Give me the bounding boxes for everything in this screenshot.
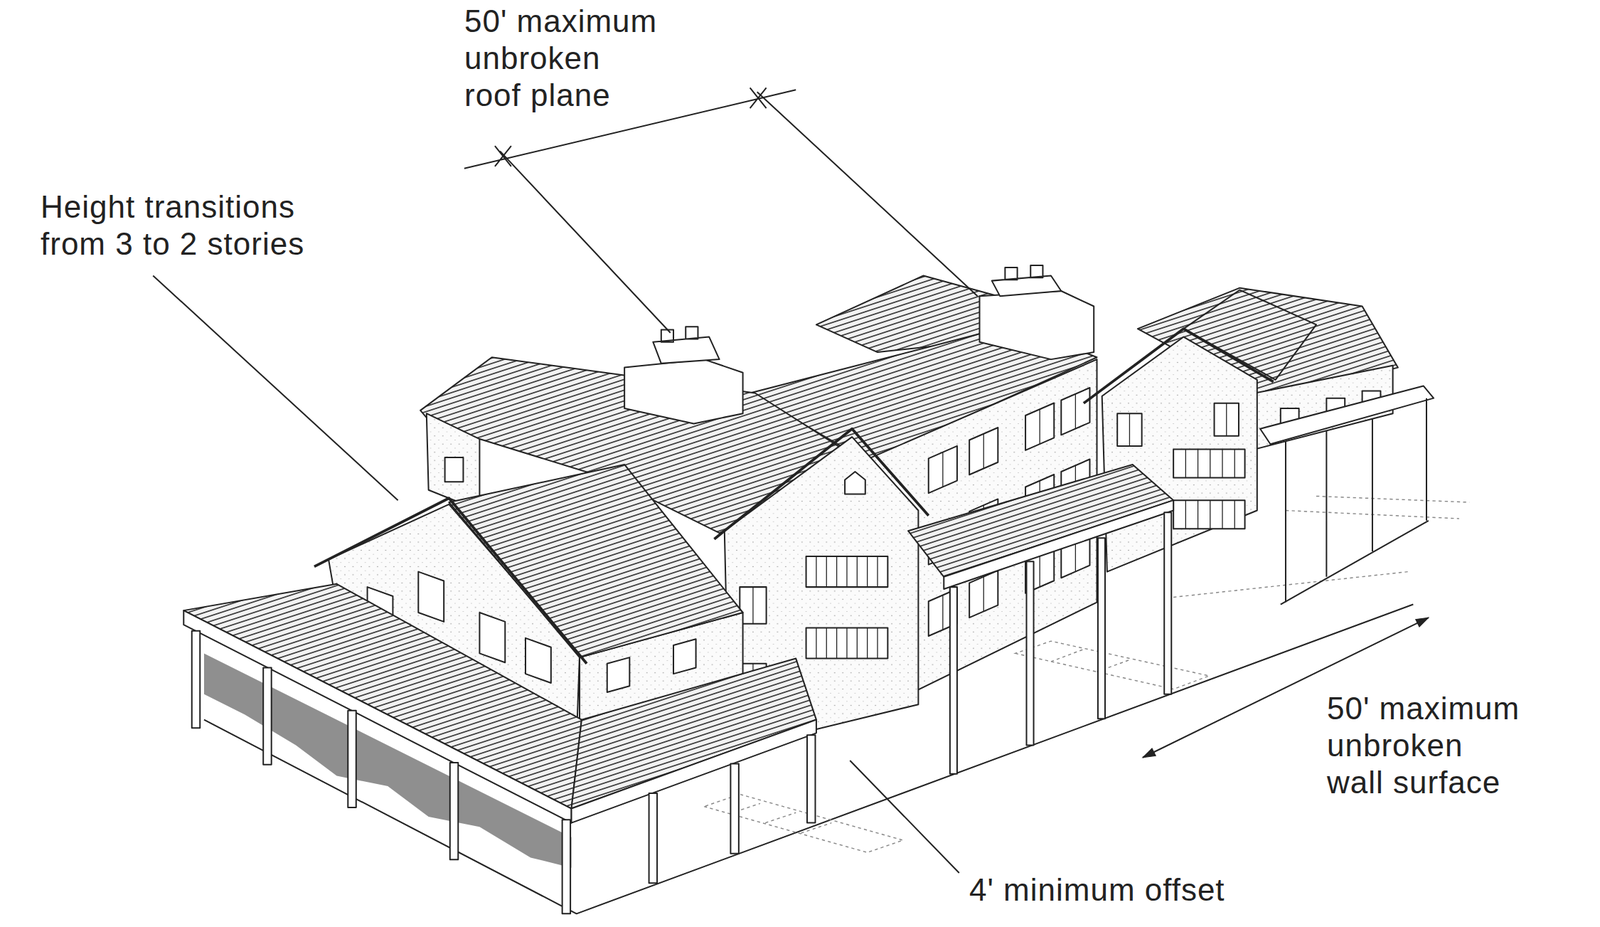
gable-edge: [1083, 328, 1274, 404]
window: [445, 457, 464, 482]
label-anchor: 4' minimum offset: [969, 871, 1226, 909]
gable-edge: [713, 428, 928, 540]
chimney-cap: [652, 326, 719, 364]
label-anchor: Height transitions from 3 to 2 stories: [40, 188, 333, 263]
window: [739, 471, 888, 700]
porch-fascia: [571, 719, 817, 823]
callout-label: 50' maximum unbroken roof plane: [464, 2, 663, 114]
porch-fascia: [183, 610, 572, 823]
label-anchor: 50' maximum unbroken roof plane: [464, 2, 663, 114]
label-anchor: 50' maximum unbroken wall surface: [1326, 689, 1525, 801]
porch-roof: [183, 583, 582, 809]
building-group: [152, 87, 1470, 914]
canopy-fascia: [943, 499, 1174, 589]
porch-post: [192, 630, 571, 914]
leader-line: [152, 275, 398, 500]
carport-post: [1280, 398, 1429, 605]
chimney: [624, 359, 743, 424]
callout-label: 50' maximum unbroken wall surface: [1326, 689, 1525, 801]
window: [607, 638, 697, 692]
carport-roof: [1260, 385, 1434, 444]
leader-line: [849, 760, 960, 873]
dimension-line: [464, 87, 978, 333]
callout-label: Height transitions from 3 to 2 stories: [40, 188, 333, 263]
porch-post: [649, 734, 816, 883]
chimney: [979, 290, 1095, 360]
porch-post: [950, 512, 1172, 773]
wall: [426, 413, 480, 510]
callout-label: 4' minimum offset: [969, 871, 1226, 909]
chimney-cap: [992, 265, 1062, 296]
